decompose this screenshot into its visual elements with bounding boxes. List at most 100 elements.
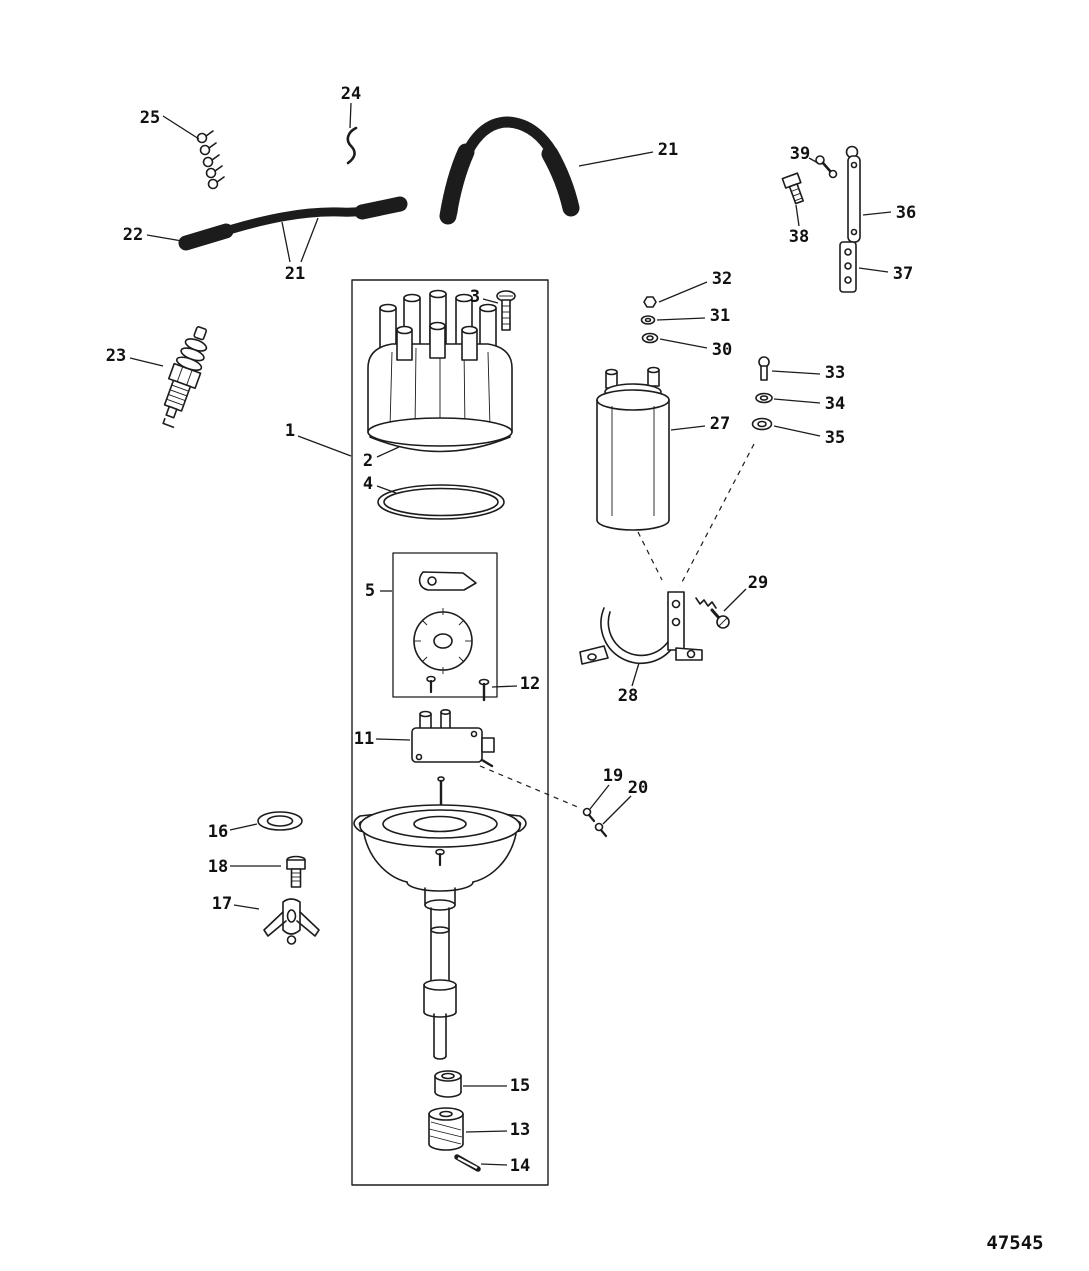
leader-line-3 [482,298,499,304]
o-ring [377,484,505,520]
distributor-housing [353,776,527,1060]
sensor-module [411,708,495,768]
rotor-kit-box [392,552,498,698]
coil-lock-washer [641,332,659,344]
shaft-bushing [434,1070,462,1098]
wire-clip-stack [196,130,225,190]
leader-line-17 [233,904,260,910]
hold-down-clamp [263,898,320,945]
callout-22-3: 22 [123,225,143,245]
spark-plug [162,326,208,428]
small-screw-39 [815,155,838,179]
leader-line-33 [771,370,821,375]
coil-clamp [579,591,703,665]
leader-line-39 [808,157,819,164]
leader-line-23 [129,357,164,367]
callout-25-0: 25 [140,108,160,128]
flat-washer [257,811,303,831]
leader-line-12 [491,685,518,688]
callout-17-30: 17 [212,894,232,914]
leader-line-19 [589,784,610,810]
callout-12-22: 12 [520,674,540,694]
hold-down-bolt [286,855,306,888]
leader-line-2 [376,446,400,458]
leader-line-4 [376,485,397,494]
drive-gear [428,1107,464,1151]
leader-line-21 [578,151,654,167]
coil-stud [758,356,770,381]
callout-38-7: 38 [789,227,809,247]
callouts-layer: 2524212221393638373323130232733343512451… [106,84,916,1176]
callout-21-2: 21 [658,140,678,160]
leader-line-34 [773,398,821,404]
ignition-coil [596,366,670,531]
leader-line-21 [281,221,291,263]
spark-plug-wire-left [178,196,408,251]
callout-16-28: 16 [208,822,228,842]
wire-clip [346,126,358,165]
callout-14-33: 14 [510,1156,530,1176]
callout-39-5: 39 [790,144,810,164]
leader-line-30 [659,338,708,349]
callout-4-20: 4 [363,474,373,494]
coil-stud-washer [755,392,773,404]
mount-bracket [839,241,857,293]
callout-33-15: 33 [825,363,845,383]
coil-terminal-washer [640,315,656,325]
clamp-screw [695,597,730,629]
leader-line-37 [858,267,889,273]
dashed-reference-lines [479,443,755,809]
leader-line-11 [375,738,411,741]
callout-3-9: 3 [470,287,480,307]
callout-35-17: 35 [825,428,845,448]
callout-28-25: 28 [618,686,638,706]
leader-line-28 [631,662,640,687]
callout-20-27: 20 [628,778,648,798]
callout-11-23: 11 [354,729,374,749]
link-strap [845,145,861,243]
distributor-cap [367,289,513,453]
callout-19-26: 19 [603,766,623,786]
leader-line-32 [658,281,708,303]
leader-line-20 [602,795,632,825]
assembly-outline-box [351,279,549,1186]
spark-plug-wire-top [439,116,580,225]
roll-pin [454,1154,481,1172]
callout-37-8: 37 [893,264,913,284]
callout-1-18: 1 [285,421,295,441]
leader-line-24 [349,102,352,129]
leader-line-38 [795,204,800,227]
rotor-screw [478,678,490,702]
leader-line-25 [162,115,200,140]
coil-stud-flat-washer [751,417,773,431]
callout-31-11: 31 [710,306,730,326]
leader-line-29 [723,588,747,612]
callout-24-1: 24 [341,84,361,104]
small-screw-19 [582,807,596,823]
bracket-screw [781,172,805,205]
leader-line-36 [862,211,892,216]
callout-15-31: 15 [510,1076,530,1096]
callout-27-14: 27 [710,414,730,434]
small-screw-20 [594,822,608,838]
leader-line-27 [670,425,706,431]
callout-30-12: 30 [712,340,732,360]
leader-line-31 [656,317,706,321]
rotor [413,571,477,694]
callout-32-10: 32 [712,269,732,289]
callout-5-21: 5 [365,581,375,601]
leader-line-35 [773,425,821,437]
callout-29-24: 29 [748,573,768,593]
leader-line-1 [297,435,352,457]
callout-18-29: 18 [208,857,228,877]
callout-2-19: 2 [363,451,373,471]
leader-line-14 [480,1163,508,1166]
leader-line-13 [465,1130,508,1133]
cap-screw [496,290,516,331]
drawing-number: 47545 [986,1232,1044,1254]
coil-terminal-nut [643,296,657,308]
callout-34-16: 34 [825,394,845,414]
callout-21-4: 21 [285,264,305,284]
